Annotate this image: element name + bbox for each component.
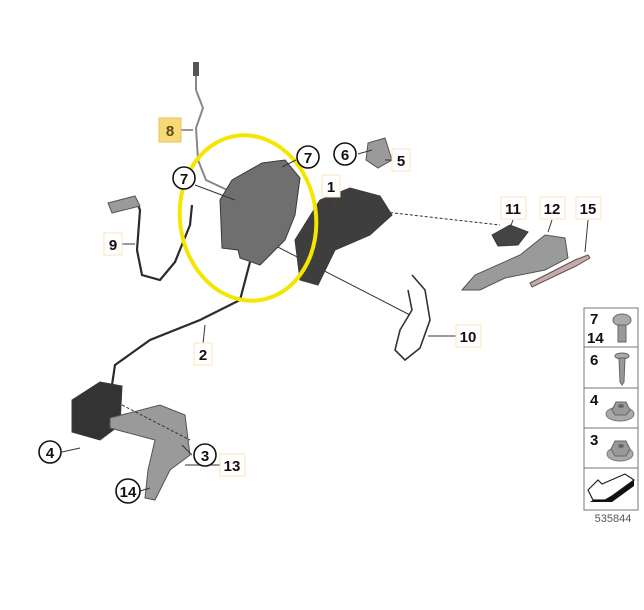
- svg-text:3: 3: [201, 448, 209, 465]
- callout-5[interactable]: 5: [391, 148, 411, 172]
- legend-row-hex-nut[interactable]: 3: [590, 432, 634, 462]
- leader-10-line: [269, 242, 411, 316]
- svg-text:13: 13: [224, 458, 241, 475]
- svg-text:7: 7: [180, 171, 188, 188]
- callout-11[interactable]: 11: [500, 196, 527, 220]
- svg-text:1: 1: [327, 179, 335, 196]
- svg-text:4: 4: [46, 445, 55, 462]
- part-13-bracket: [109, 404, 191, 501]
- callout-9[interactable]: 9: [103, 232, 123, 256]
- svg-text:8: 8: [166, 123, 174, 140]
- svg-text:4: 4: [590, 392, 599, 409]
- callout-1[interactable]: 1: [321, 174, 341, 198]
- part-lock-module: [71, 381, 123, 441]
- cable-2: [110, 261, 252, 386]
- countersunk-screw-icon: [614, 352, 630, 386]
- callout-15[interactable]: 15: [575, 196, 602, 220]
- svg-text:12: 12: [544, 201, 561, 218]
- callout-4[interactable]: 4: [38, 440, 62, 464]
- screw-icon: [612, 313, 632, 343]
- callout-12[interactable]: 12: [539, 196, 566, 220]
- hex-nut-icon: [606, 440, 634, 462]
- svg-text:2: 2: [199, 347, 207, 364]
- callout-6[interactable]: 6: [333, 142, 357, 166]
- part-12-outer-handle: [460, 234, 569, 291]
- svg-text:7: 7: [304, 150, 312, 167]
- svg-text:6: 6: [341, 147, 349, 164]
- svg-text:9: 9: [109, 237, 117, 254]
- callout-13[interactable]: 13: [219, 453, 246, 477]
- svg-text:15: 15: [580, 201, 597, 218]
- axis-line-2: [121, 404, 191, 441]
- svg-text:3: 3: [590, 432, 598, 449]
- part-5-striker-plate: [365, 137, 393, 169]
- svg-text:14: 14: [587, 330, 604, 347]
- highlight-ellipse: [177, 133, 319, 303]
- callout-7-right[interactable]: 7: [296, 145, 320, 169]
- catalog-number: 535844: [595, 513, 632, 525]
- callout-7-left[interactable]: 7: [172, 166, 196, 190]
- svg-text:11: 11: [505, 201, 521, 218]
- callout-10[interactable]: 10: [455, 324, 482, 348]
- part-1-handle-carrier: [294, 187, 393, 286]
- rod-8: [194, 68, 241, 197]
- svg-text:6: 6: [590, 352, 598, 369]
- callout-8-highlighted[interactable]: 8: [158, 117, 182, 143]
- legend-row-flange-nut[interactable]: 4: [590, 392, 635, 422]
- svg-text:14: 14: [120, 484, 137, 501]
- fastener-legend: 7 14 6 4 3: [583, 307, 639, 511]
- axis-line: [384, 211, 501, 226]
- rod-8-tip: [193, 62, 199, 76]
- callout-3[interactable]: 3: [193, 443, 217, 467]
- callout-14[interactable]: 14: [115, 478, 141, 504]
- direction-arrow-icon: [587, 473, 636, 502]
- svg-text:5: 5: [397, 153, 405, 170]
- svg-text:10: 10: [460, 329, 477, 346]
- part-11-handle-cover: [491, 224, 529, 247]
- cable-10: [394, 274, 431, 362]
- part-7-lock-cover: [219, 159, 301, 266]
- legend-row-countersunk-screw[interactable]: 6: [590, 352, 630, 386]
- callout-2[interactable]: 2: [193, 342, 213, 366]
- cable-9: [133, 197, 194, 282]
- legend-row-screw[interactable]: 7 14: [587, 311, 632, 347]
- part-15-trim-strip: [529, 254, 591, 288]
- flange-nut-icon: [605, 401, 635, 422]
- svg-text:7: 7: [590, 311, 598, 328]
- cable-9-bracket: [107, 195, 141, 214]
